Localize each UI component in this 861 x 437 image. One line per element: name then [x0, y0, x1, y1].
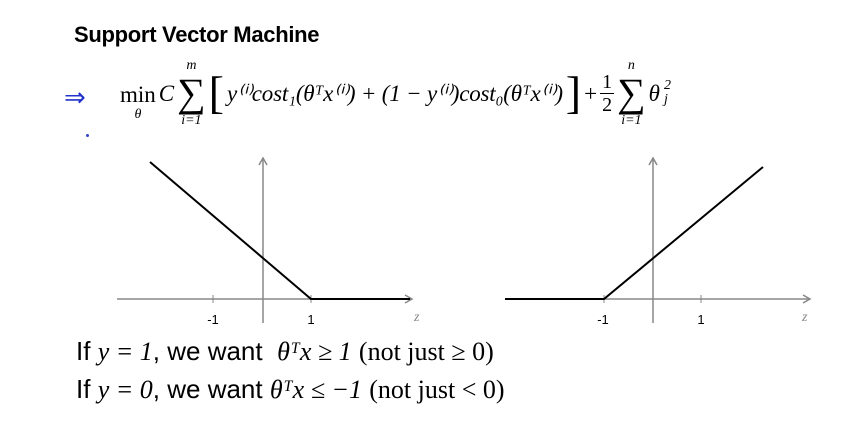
we-want: , we want [152, 336, 263, 366]
cost1-plot: -1 1 z [117, 156, 420, 327]
half-numerator: 1 [602, 70, 613, 93]
min-block: min θ [120, 82, 156, 123]
statement-y0: If y = 0, we want θᵀx ≤ −1 (not just < 0… [76, 374, 505, 405]
min-subscript: θ [134, 107, 142, 123]
left-bracket: [ [208, 67, 224, 119]
we-want: , we want [152, 374, 263, 404]
requirement: θᵀx ≥ 1 [277, 337, 352, 366]
loss-body: y⁽ⁱ⁾cost₁(θᵀx⁽ⁱ⁾) + (1 − y⁽ⁱ⁾)cost₀(θᵀx⁽… [226, 80, 563, 106]
half-fraction: 1 2 [600, 70, 615, 116]
requirement: θᵀx ≤ −1 [269, 375, 363, 404]
sum1-upper: m [186, 58, 197, 73]
slide-title: Support Vector Machine [74, 22, 320, 47]
half-denominator: 2 [602, 93, 613, 116]
theta-scripts: 2 j [663, 77, 671, 108]
condition: y = 1 [97, 337, 153, 366]
sum1-block: m ∑ i=1 [177, 58, 206, 129]
tick-label-minus-1: -1 [207, 312, 219, 327]
plus-sign: + [584, 80, 598, 106]
theta-subscript: j [663, 92, 668, 108]
svm-cost-formula: min θ C m ∑ i=1 [ y⁽ⁱ⁾cost₁(θᵀx⁽ⁱ⁾) + (1… [120, 58, 671, 129]
theta-power: 2 [663, 77, 671, 93]
tick-label-1: 1 [697, 312, 704, 327]
min-operator: min [120, 82, 156, 108]
sum2-block: n ∑ i=1 [617, 58, 646, 129]
constant-c: C [158, 80, 175, 106]
if-label: If [76, 336, 91, 366]
sum1-sign: ∑ [177, 70, 206, 116]
tick-label-1: 1 [307, 312, 314, 327]
pen-dot [86, 134, 89, 137]
cost0-curve [505, 166, 764, 300]
sum2-upper: n [627, 58, 635, 73]
condition: y = 0 [97, 375, 153, 404]
right-bracket: ] [565, 67, 582, 119]
theta: θ [648, 80, 660, 106]
if-label: If [76, 374, 91, 404]
tick-label-minus-1: -1 [597, 312, 609, 327]
sum1-lower: i=1 [181, 113, 202, 129]
sum2-lower: i=1 [621, 113, 642, 129]
pointer-arrow-icon: ⇒ [64, 82, 86, 112]
note: (not just ≥ 0) [358, 337, 494, 366]
x-axis-label: z [413, 310, 420, 325]
note: (not just < 0) [369, 375, 505, 404]
cost0-plot: -1 1 z [505, 156, 812, 327]
sum2-sign: ∑ [617, 70, 646, 116]
x-axis-label: z [801, 310, 808, 325]
statement-y1: If y = 1, we want θᵀx ≥ 1 (not just ≥ 0) [76, 336, 494, 367]
cost1-curve [149, 161, 410, 300]
